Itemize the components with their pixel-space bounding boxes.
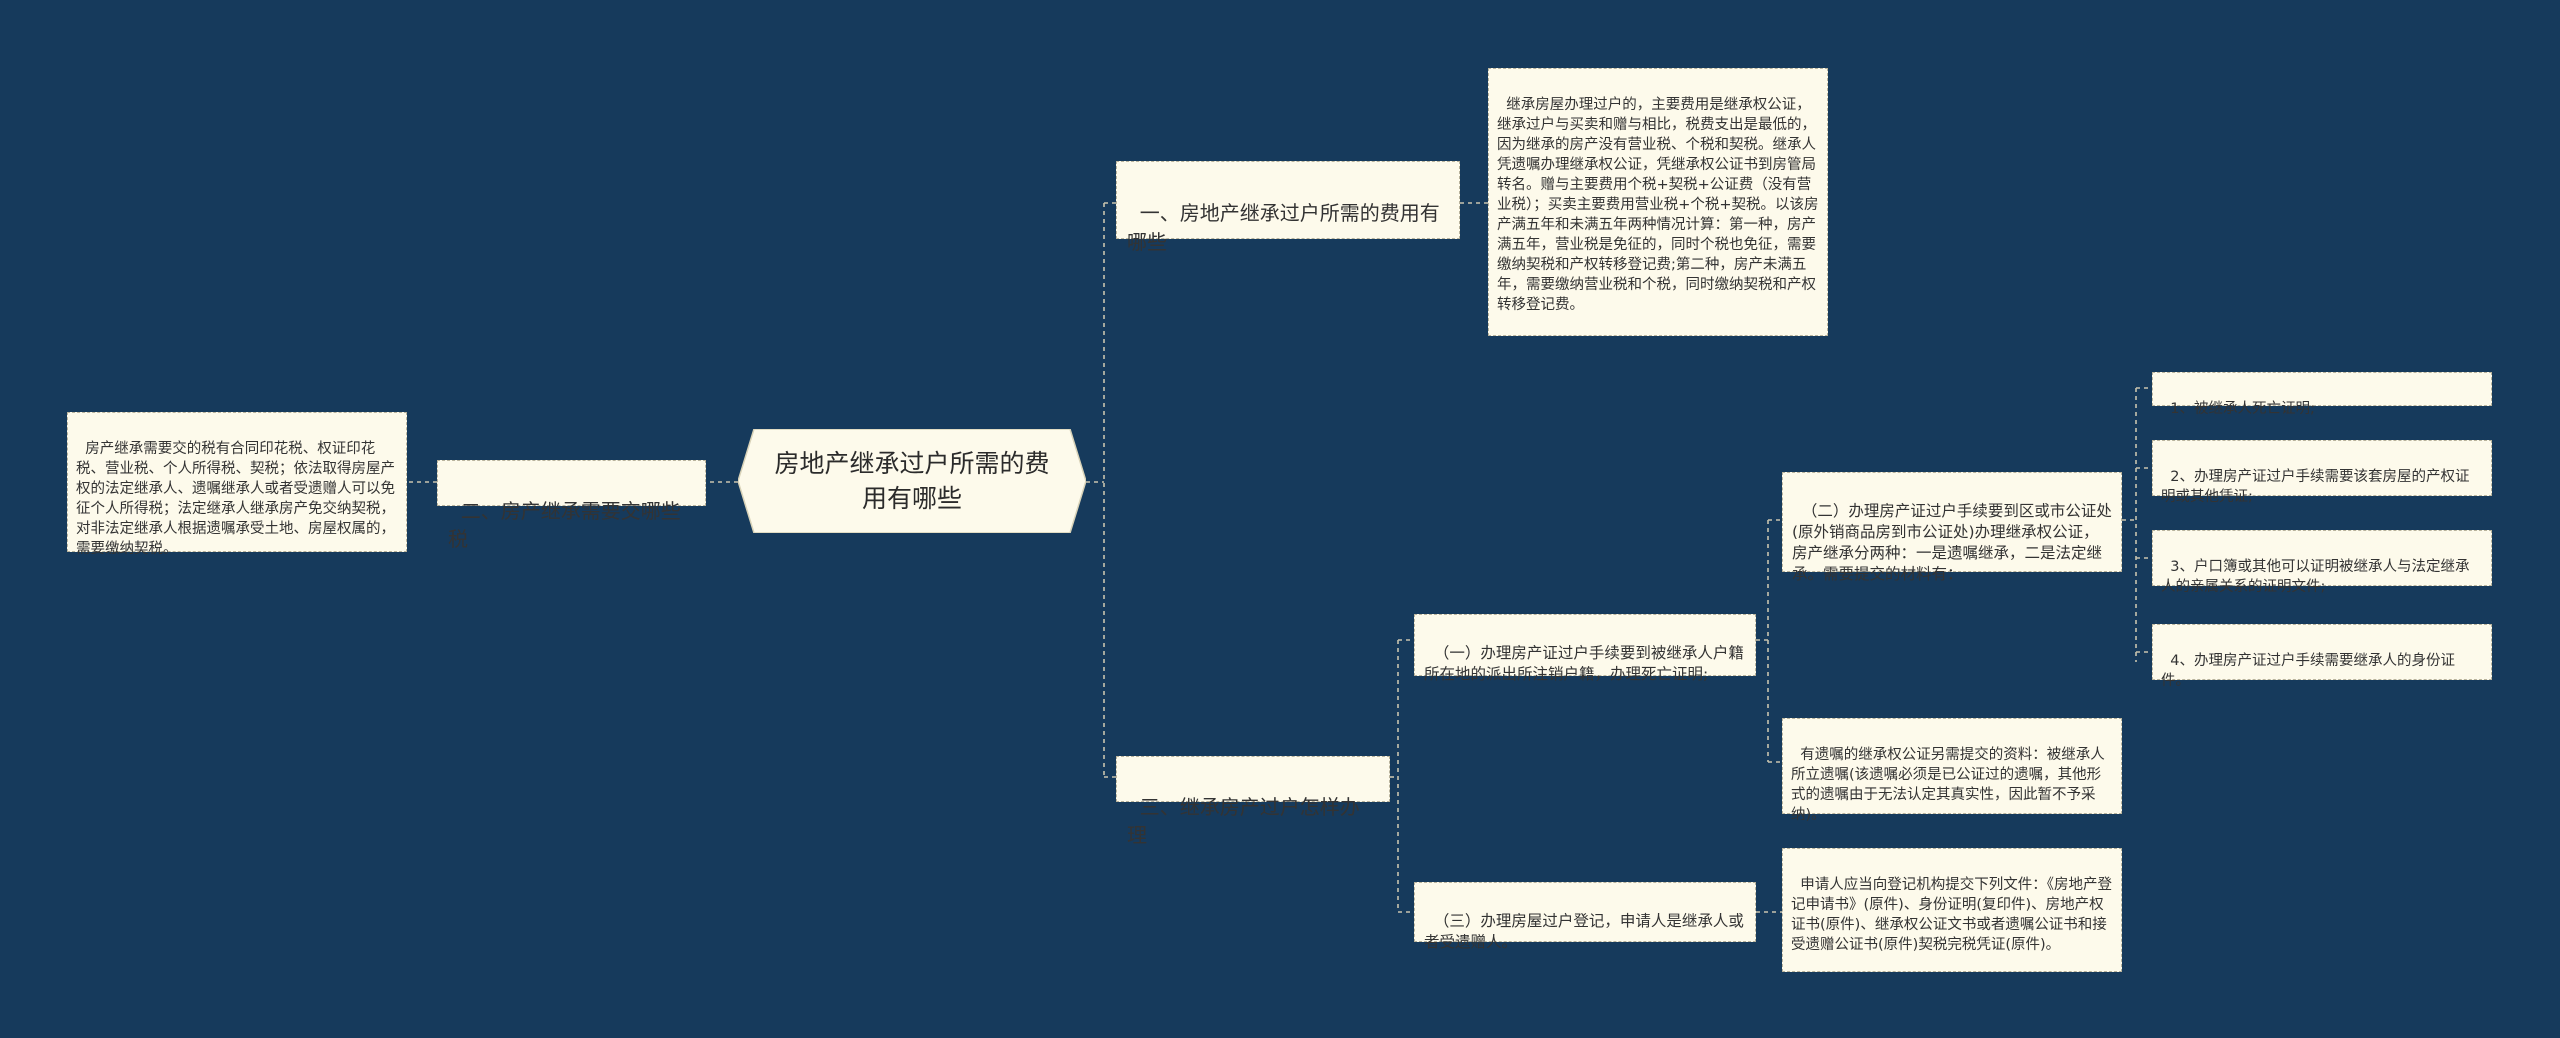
- material-item-4[interactable]: 4、办理房产证过户手续需要继承人的身份证件。: [2152, 624, 2492, 689]
- root-shape: [738, 429, 1086, 533]
- branch-transfer-fees[interactable]: 一、房地产继承过户所需的费用有哪些: [1116, 161, 1460, 254]
- material-item-2[interactable]: 2、办理房产证过户手续需要该套房屋的产权证明或其他凭证;: [2152, 440, 2492, 505]
- step1-node[interactable]: （一）办理房产证过户手续要到被继承人户籍所在地的派出所注销户籍，办理死亡证明;: [1414, 614, 1756, 683]
- material-item-3[interactable]: 3、户口簿或其他可以证明被继承人与法定继承人的亲属关系的证明文件;: [2152, 530, 2492, 595]
- branch-tax-types[interactable]: 二、房产继承需要交哪些税: [437, 460, 706, 551]
- root-title: 房地产继承过户所需的费用有哪些: [774, 449, 1050, 513]
- tax-types-detail[interactable]: 房产继承需要交的税有合同印花税、权证印花税、营业税、个人所得税、契税；依法取得房…: [67, 412, 407, 557]
- step3-detail-text: 申请人应当向登记机构提交下列文件：《房地产登记申请书》(原件)、身份证明(复印件…: [1791, 877, 2112, 953]
- step2-notarization-text: （二）办理房产证过户手续要到区或市公证处(原外销商品房到市公证处)办理继承权公证…: [1792, 502, 2112, 583]
- branch-how-to-transfer[interactable]: 三、继承房产过户怎样办理: [1116, 756, 1390, 847]
- will-materials-text: 有遗嘱的继承权公证另需提交的资料：被继承人所立遗嘱(该遗嘱必须是已公证过的遗嘱，…: [1791, 747, 2105, 823]
- material-item-1[interactable]: 1、被继承人死亡证明;: [2152, 372, 2492, 417]
- transfer-fees-detail-text: 继承房屋办理过户的，主要费用是继承权公证，继承过户与买卖和赠与相比，税费支出是最…: [1497, 97, 1819, 313]
- step3-node[interactable]: （三）办理房屋过户登记，申请人是继承人或者受遗赠人。: [1414, 882, 1756, 951]
- transfer-fees-detail[interactable]: 继承房屋办理过户的，主要费用是继承权公证，继承过户与买卖和赠与相比，税费支出是最…: [1488, 68, 1828, 336]
- material-item-1-text: 1、被继承人死亡证明;: [2170, 401, 2315, 417]
- step3-text: （三）办理房屋过户登记，申请人是继承人或者受遗赠人。: [1424, 912, 1744, 951]
- tax-types-detail-text: 房产继承需要交的税有合同印花税、权证印花税、营业税、个人所得税、契税；依法取得房…: [76, 441, 395, 557]
- branch-transfer-fees-label: 一、房地产继承过户所需的费用有哪些: [1127, 201, 1440, 254]
- root-node[interactable]: 房地产继承过户所需的费用有哪些: [738, 429, 1086, 533]
- will-materials-node[interactable]: 有遗嘱的继承权公证另需提交的资料：被继承人所立遗嘱(该遗嘱必须是已公证过的遗嘱，…: [1782, 718, 2122, 823]
- material-item-3-text: 3、户口簿或其他可以证明被继承人与法定继承人的亲属关系的证明文件;: [2161, 559, 2470, 595]
- branch-tax-types-label: 二、房产继承需要交哪些税: [448, 499, 681, 551]
- material-item-4-text: 4、办理房产证过户手续需要继承人的身份证件。: [2161, 653, 2455, 689]
- material-item-2-text: 2、办理房产证过户手续需要该套房屋的产权证明或其他凭证;: [2161, 469, 2470, 505]
- step2-notarization-node[interactable]: （二）办理房产证过户手续要到区或市公证处(原外销商品房到市公证处)办理继承权公证…: [1782, 472, 2122, 583]
- branch-how-to-transfer-label: 三、继承房产过户怎样办理: [1127, 795, 1360, 847]
- step3-detail[interactable]: 申请人应当向登记机构提交下列文件：《房地产登记申请书》(原件)、身份证明(复印件…: [1782, 848, 2122, 972]
- step1-text: （一）办理房产证过户手续要到被继承人户籍所在地的派出所注销户籍，办理死亡证明;: [1424, 644, 1744, 683]
